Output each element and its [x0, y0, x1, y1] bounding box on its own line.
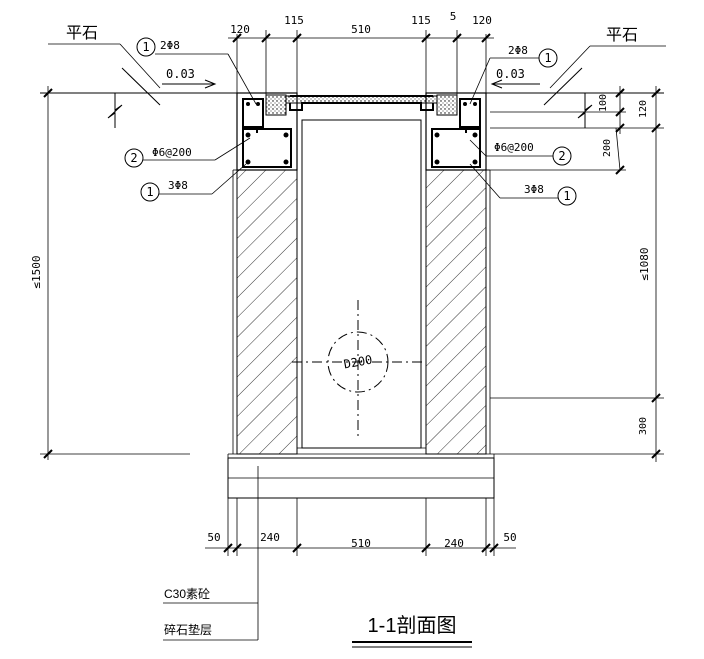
dimension-right: 100 120 200 ≤1080 300	[486, 86, 664, 462]
dimension-left: ≤1500	[30, 86, 53, 460]
dim-left: ≤1500	[30, 255, 43, 288]
svg-text:2: 2	[558, 149, 565, 163]
dim-right-1: 100	[598, 94, 609, 112]
dim-right-2: 120	[638, 100, 649, 118]
dim-top-3: 510	[351, 23, 371, 36]
wall-left	[236, 169, 298, 455]
extension-lines-top	[236, 30, 487, 95]
label-flat-stone-right: 平石	[549, 27, 666, 89]
label-c30-concrete: C30素砼 碎石垫层	[163, 466, 259, 641]
marker-2-left	[124, 148, 144, 168]
marker-1-top-left	[136, 37, 156, 57]
wall-right	[425, 169, 487, 455]
rebar-3phi8-left: 3Φ8	[168, 179, 188, 192]
dim-top-2: 115	[284, 14, 304, 27]
label-gravel-bed: 碎石垫层	[164, 622, 212, 637]
beam-left	[236, 92, 298, 171]
ground-line-left	[40, 67, 240, 128]
svg-text:1: 1	[544, 51, 551, 65]
slope-arrow-right	[490, 79, 540, 89]
dimension-bottom: 50 240 510 240 50	[205, 498, 517, 556]
dim-right-3: 200	[602, 139, 613, 157]
annotation-stirrup-right: 2 Φ6@200	[469, 139, 572, 166]
pipe-label: D200	[343, 353, 374, 372]
beam-right	[425, 92, 487, 171]
dim-bottom-1: 50	[207, 531, 220, 544]
dim-top-5: 5	[450, 10, 457, 23]
cover-plate	[285, 95, 438, 111]
svg-text:平石: 平石	[66, 25, 98, 42]
svg-text:平石: 平石	[606, 27, 638, 44]
annotation-3phi8-left: 1 3Φ8	[140, 163, 247, 202]
slope-label-left: 0.03	[166, 67, 195, 81]
dim-bottom-5: 50	[503, 531, 516, 544]
svg-text:1: 1	[146, 185, 153, 199]
dim-top-4: 115	[411, 14, 431, 27]
channel	[301, 119, 422, 449]
rebar-2phi8-left: 2Φ8	[160, 39, 180, 52]
foundation	[40, 453, 664, 499]
annotation-stirrup-left: 2 Φ6@200	[124, 137, 251, 168]
dim-bottom-3: 510	[351, 537, 371, 550]
annotation-3phi8-right: 1 3Φ8	[469, 163, 577, 206]
dim-bottom-4: 240	[444, 537, 464, 550]
slope-arrow-left	[162, 79, 217, 89]
rebar-3phi8-right: 3Φ8	[524, 183, 544, 196]
dim-bottom-2: 240	[260, 531, 280, 544]
stirrup-right: Φ6@200	[494, 141, 534, 154]
svg-text:1-1剖面图: 1-1剖面图	[368, 614, 457, 637]
dim-right-5: 300	[638, 417, 649, 435]
dim-right-4: ≤1080	[638, 247, 651, 280]
rebar-2phi8-right: 2Φ8	[508, 44, 528, 57]
svg-text:C30素砼: C30素砼	[164, 587, 210, 601]
svg-text:1: 1	[142, 40, 149, 54]
stirrup-left: Φ6@200	[152, 146, 192, 159]
section-title: 1-1剖面图	[352, 614, 472, 648]
dimension-top: 120 115 510 115 5 120	[228, 10, 494, 43]
annotation-2phi8-right: 1 2Φ8	[469, 44, 558, 105]
slope-label-right: 0.03	[496, 67, 525, 81]
marker-1-bottom-left	[140, 182, 160, 202]
pipe-d200: D200	[292, 300, 424, 440]
dim-top-1: 120	[230, 23, 250, 36]
svg-text:2: 2	[130, 151, 137, 165]
marker-1-bottom-right	[557, 186, 577, 206]
dim-top-6: 120	[472, 14, 492, 27]
label-flat-stone-left: 平石	[48, 25, 161, 89]
svg-text:1: 1	[563, 189, 570, 203]
ground-line-right	[484, 67, 664, 128]
annotation-2phi8-left: 1 2Φ8	[136, 37, 257, 105]
